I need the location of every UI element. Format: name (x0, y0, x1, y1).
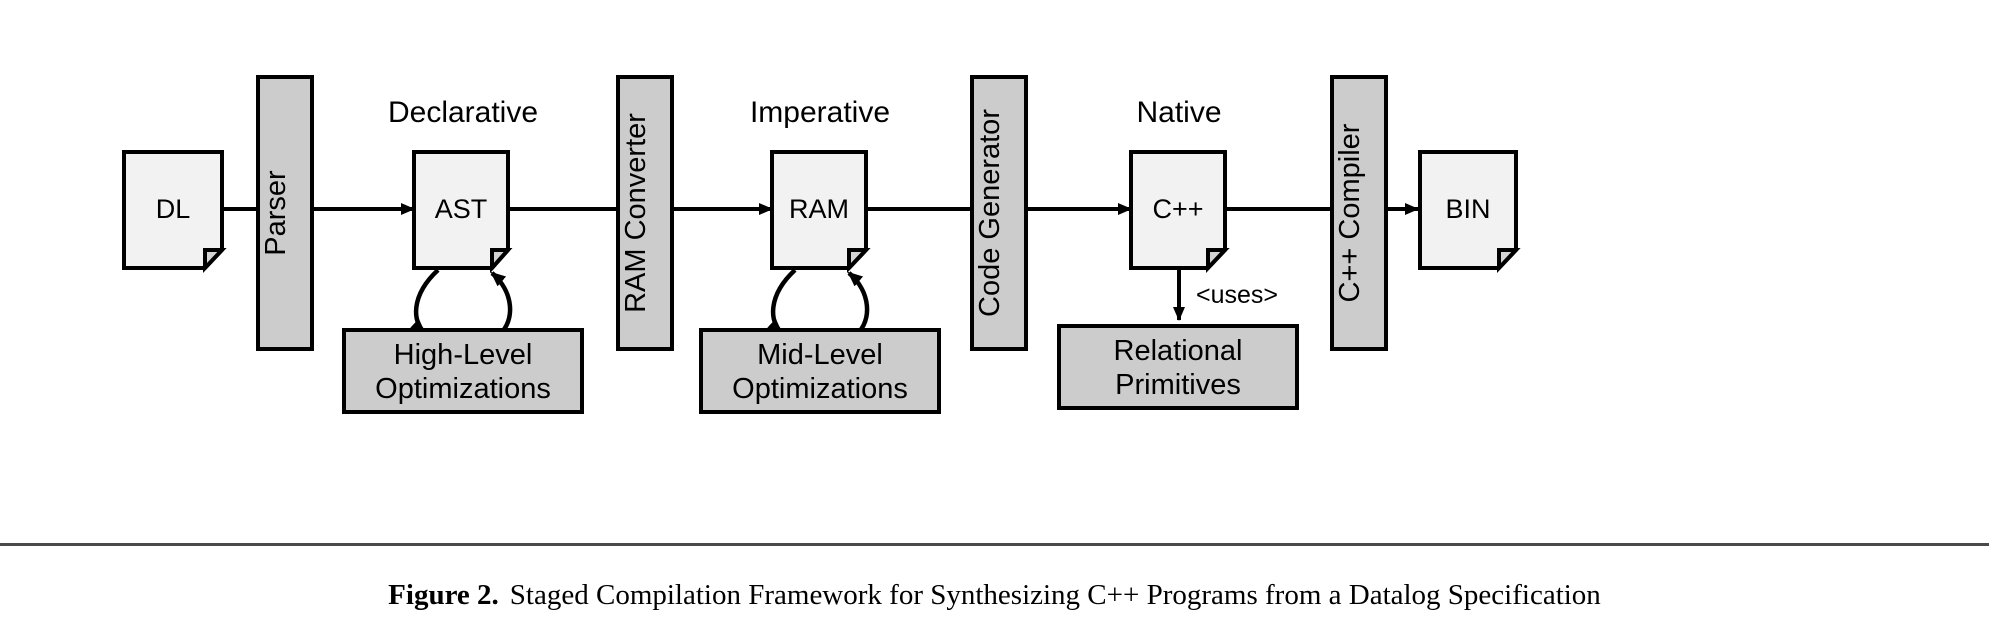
uses-edge-label: <uses> (1196, 281, 1278, 309)
loop-highlevel-to-ast-up (490, 271, 513, 336)
loop-ram-to-midlevel-down (767, 268, 797, 334)
process-parser[interactable]: Parser (256, 75, 314, 351)
process-ram-converter-label: RAM Converter (620, 113, 652, 313)
document-cpp[interactable]: C++ (1129, 150, 1230, 274)
box-mid-level-optimizations-line2: Optimizations (732, 373, 908, 405)
document-dl[interactable]: DL (122, 150, 227, 274)
box-relational-primitives-shape[interactable] (1057, 324, 1299, 410)
process-code-generator[interactable]: Code Generator (970, 75, 1028, 351)
process-code-generator-shape[interactable] (970, 75, 1028, 351)
uses-edge: <uses> (1173, 270, 1278, 321)
figure-caption-region: Figure 2. Staged Compilation Framework fo… (0, 543, 1989, 637)
box-mid-level-optimizations-line1: Mid-Level (757, 339, 883, 371)
document-ast-label: AST (435, 194, 488, 224)
box-mid-level-optimizations-shape[interactable] (699, 328, 941, 414)
figure-caption-number: Figure 2. (388, 579, 499, 611)
stage-label-native: Native (1136, 96, 1221, 129)
document-ast-fold-icon (490, 248, 513, 274)
document-cpp-fold-icon (1206, 248, 1230, 274)
document-dl-fold-icon (203, 248, 227, 274)
document-cpp-label: C++ (1152, 194, 1203, 224)
document-bin[interactable]: BIN (1418, 150, 1521, 274)
process-code-generator-label: Code Generator (974, 109, 1006, 317)
stage-labels: Declarative Imperative Native (388, 96, 1222, 129)
loop-midlevel-to-ram-up (847, 271, 870, 336)
process-bars: Parser RAM Converter Code Generator C++ … (256, 75, 1388, 351)
box-high-level-optimizations[interactable]: High-Level Optimizations (342, 328, 584, 414)
process-cpp-compiler-shape[interactable] (1330, 75, 1388, 351)
box-relational-primitives-line2: Primitives (1115, 369, 1241, 401)
document-bin-fold-icon (1497, 248, 1521, 274)
process-cpp-compiler-label: C++ Compiler (1334, 123, 1366, 302)
loop-ast-highlevel (410, 268, 513, 336)
box-high-level-optimizations-line1: High-Level (394, 339, 533, 371)
figure-caption: Figure 2. Staged Compilation Framework fo… (0, 579, 1989, 612)
loop-ram-midlevel (767, 268, 870, 336)
box-relational-primitives-line1: Relational (1114, 335, 1243, 367)
loop-ast-to-highlevel-down (410, 268, 440, 334)
documents: DL AST RAM C++ (122, 150, 1521, 274)
box-mid-level-optimizations[interactable]: Mid-Level Optimizations (699, 328, 941, 414)
document-ram-label: RAM (789, 194, 849, 224)
box-high-level-optimizations-line2: Optimizations (375, 373, 551, 405)
document-ram[interactable]: RAM (770, 150, 871, 274)
box-high-level-optimizations-shape[interactable] (342, 328, 584, 414)
process-parser-shape[interactable] (256, 75, 314, 351)
document-bin-label: BIN (1445, 194, 1490, 224)
document-ram-fold-icon (847, 248, 871, 274)
process-ram-converter[interactable]: RAM Converter (616, 75, 674, 351)
process-ram-converter-shape[interactable] (616, 75, 674, 351)
figure-caption-text: Staged Compilation Framework for Synthes… (509, 579, 1601, 611)
optimization-boxes: High-Level Optimizations Mid-Level Optim… (342, 324, 1299, 414)
caption-divider-rule (0, 543, 1989, 546)
document-ast[interactable]: AST (412, 150, 513, 274)
stage-label-imperative: Imperative (750, 96, 890, 129)
process-parser-label: Parser (260, 170, 292, 256)
stage-label-declarative: Declarative (388, 96, 538, 129)
document-dl-label: DL (156, 194, 191, 224)
process-cpp-compiler[interactable]: C++ Compiler (1330, 75, 1388, 351)
box-relational-primitives[interactable]: Relational Primitives (1057, 324, 1299, 410)
